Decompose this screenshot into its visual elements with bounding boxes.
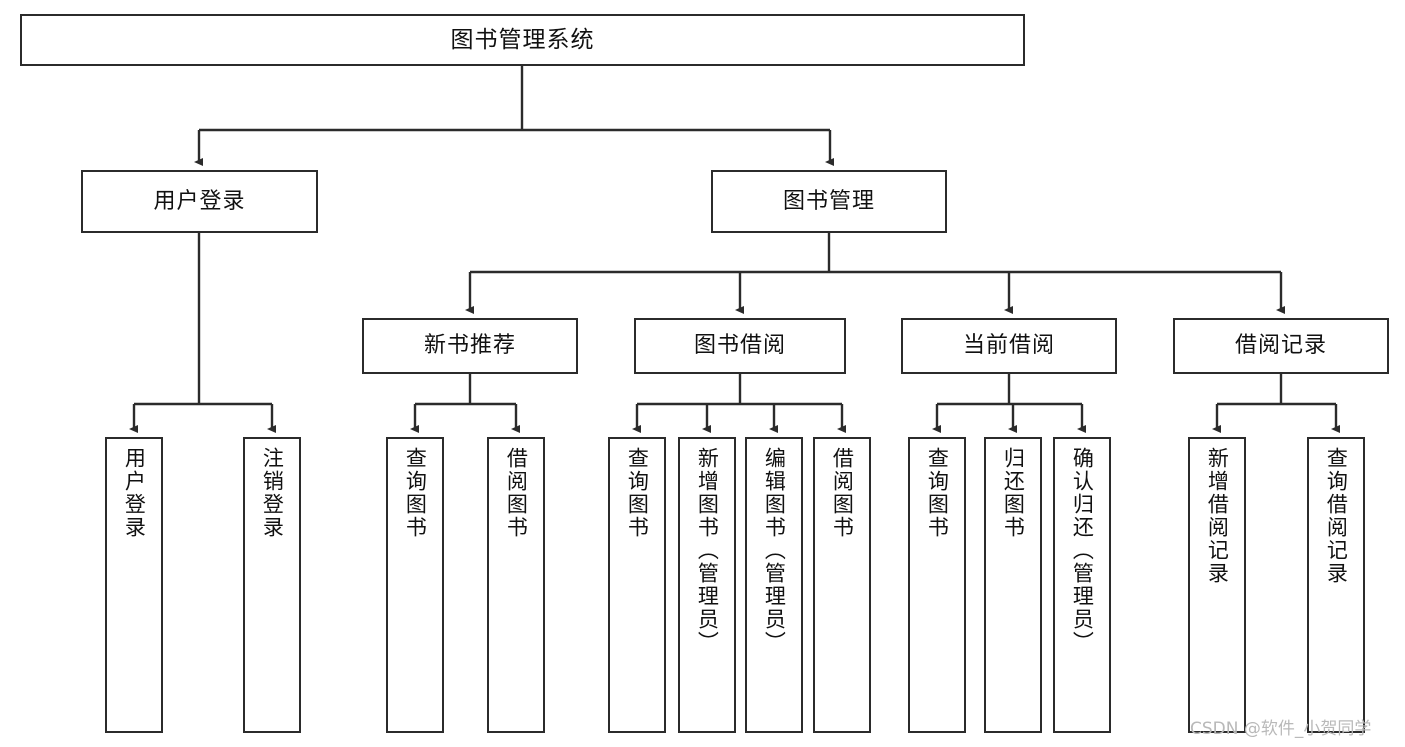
node-book-borrow-label: 图书借阅 xyxy=(693,333,786,359)
node-leaf-query-book-new[interactable]: 查询图书 xyxy=(386,437,444,733)
node-book-borrow[interactable]: 图书借阅 xyxy=(634,318,846,374)
node-borrow-record[interactable]: 借阅记录 xyxy=(1173,318,1389,374)
node-leaf-borrow-book-new[interactable]: 借阅图书 xyxy=(487,437,545,733)
node-leaf-return-book[interactable]: 归还图书 xyxy=(984,437,1042,733)
node-leaf-borrow-book-label: 借阅图书 xyxy=(830,447,855,539)
node-root-label: 图书管理系统 xyxy=(450,26,595,53)
node-leaf-user-login-label: 用户登录 xyxy=(122,447,147,539)
node-leaf-borrow-book-new-label: 借阅图书 xyxy=(504,447,529,539)
node-current-borrow[interactable]: 当前借阅 xyxy=(901,318,1117,374)
node-leaf-return-book-label: 归还图书 xyxy=(1001,447,1026,539)
node-leaf-add-book-admin-label: 新增图书（管理员） xyxy=(695,447,720,654)
node-leaf-query-record[interactable]: 查询借阅记录 xyxy=(1307,437,1365,733)
node-leaf-query-book-borrow-label: 查询图书 xyxy=(625,447,650,539)
node-leaf-logout[interactable]: 注销登录 xyxy=(243,437,301,733)
node-leaf-add-record[interactable]: 新增借阅记录 xyxy=(1188,437,1246,733)
node-book-manage-label: 图书管理 xyxy=(782,188,875,214)
node-leaf-add-record-label: 新增借阅记录 xyxy=(1205,447,1230,585)
node-leaf-query-book-new-label: 查询图书 xyxy=(403,447,428,539)
node-leaf-query-record-label: 查询借阅记录 xyxy=(1324,447,1349,585)
node-leaf-borrow-book[interactable]: 借阅图书 xyxy=(813,437,871,733)
node-leaf-edit-book-admin[interactable]: 编辑图书（管理员） xyxy=(745,437,803,733)
node-current-borrow-label: 当前借阅 xyxy=(962,333,1055,359)
node-book-manage[interactable]: 图书管理 xyxy=(711,170,947,233)
node-leaf-query-book-borrow[interactable]: 查询图书 xyxy=(608,437,666,733)
node-leaf-query-book-current[interactable]: 查询图书 xyxy=(908,437,966,733)
node-new-book-recommend[interactable]: 新书推荐 xyxy=(362,318,578,374)
node-user-login-label: 用户登录 xyxy=(153,188,246,214)
watermark: CSDN @软件_小贺同学 xyxy=(1190,719,1372,739)
node-leaf-logout-label: 注销登录 xyxy=(260,447,285,539)
node-leaf-edit-book-admin-label: 编辑图书（管理员） xyxy=(762,447,787,654)
node-user-login[interactable]: 用户登录 xyxy=(81,170,318,233)
node-root[interactable]: 图书管理系统 xyxy=(20,14,1025,66)
node-new-book-recommend-label: 新书推荐 xyxy=(423,333,516,359)
node-leaf-add-book-admin[interactable]: 新增图书（管理员） xyxy=(678,437,736,733)
node-leaf-confirm-return-admin-label: 确认归还（管理员） xyxy=(1070,447,1095,654)
node-leaf-confirm-return-admin[interactable]: 确认归还（管理员） xyxy=(1053,437,1111,733)
node-borrow-record-label: 借阅记录 xyxy=(1234,333,1327,359)
node-leaf-user-login[interactable]: 用户登录 xyxy=(105,437,163,733)
node-leaf-query-book-current-label: 查询图书 xyxy=(925,447,950,539)
